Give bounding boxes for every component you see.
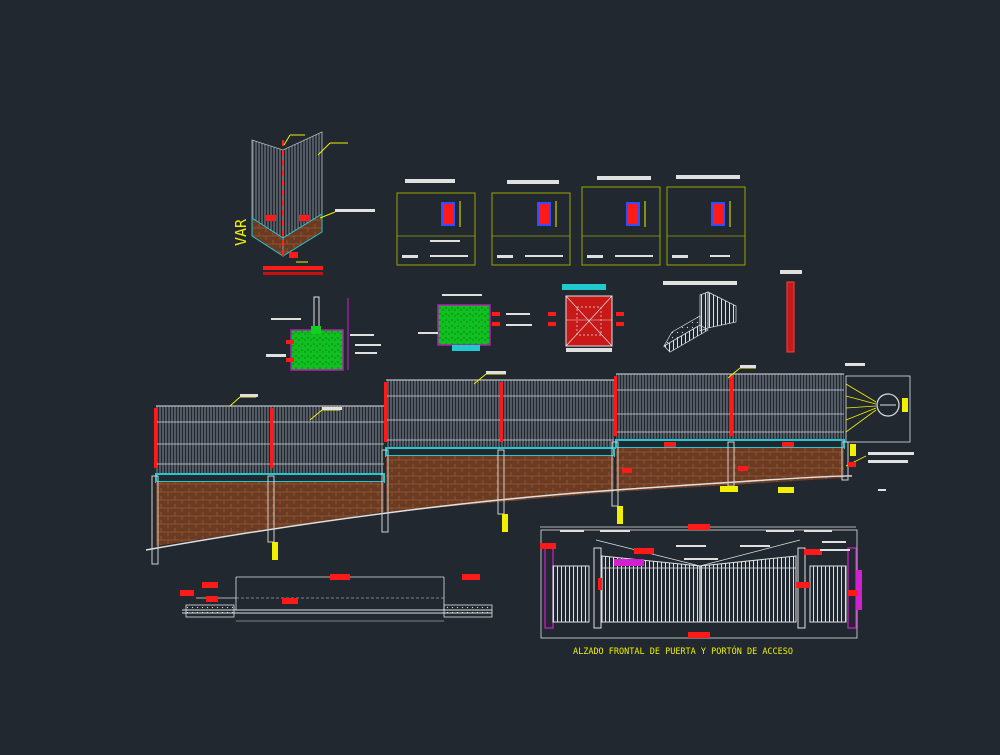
corner-label: VAR (232, 218, 250, 246)
section-panel-3 (581, 176, 661, 266)
section-panel-4 (666, 175, 746, 266)
footing-detail-2 (418, 294, 532, 351)
section-panel-2 (491, 180, 571, 266)
corner-isometric-detail: VAR (232, 131, 375, 275)
section-panel-1 (396, 179, 476, 266)
column-plan-detail (548, 284, 624, 352)
fence-plan-strip (180, 574, 493, 622)
post-elevation-detail (780, 270, 802, 353)
fence-elevation (145, 363, 914, 565)
scale-mark (878, 489, 886, 491)
gate-elevation-title: ALZADO FRONTAL DE PUERTA Y PORTÓN DE ACC… (573, 645, 793, 657)
fence-3d-detail (663, 281, 737, 353)
gate-elevation: ALZADO FRONTAL DE PUERTA Y PORTÓN DE ACC… (540, 524, 862, 657)
footing-detail-1 (266, 296, 381, 371)
